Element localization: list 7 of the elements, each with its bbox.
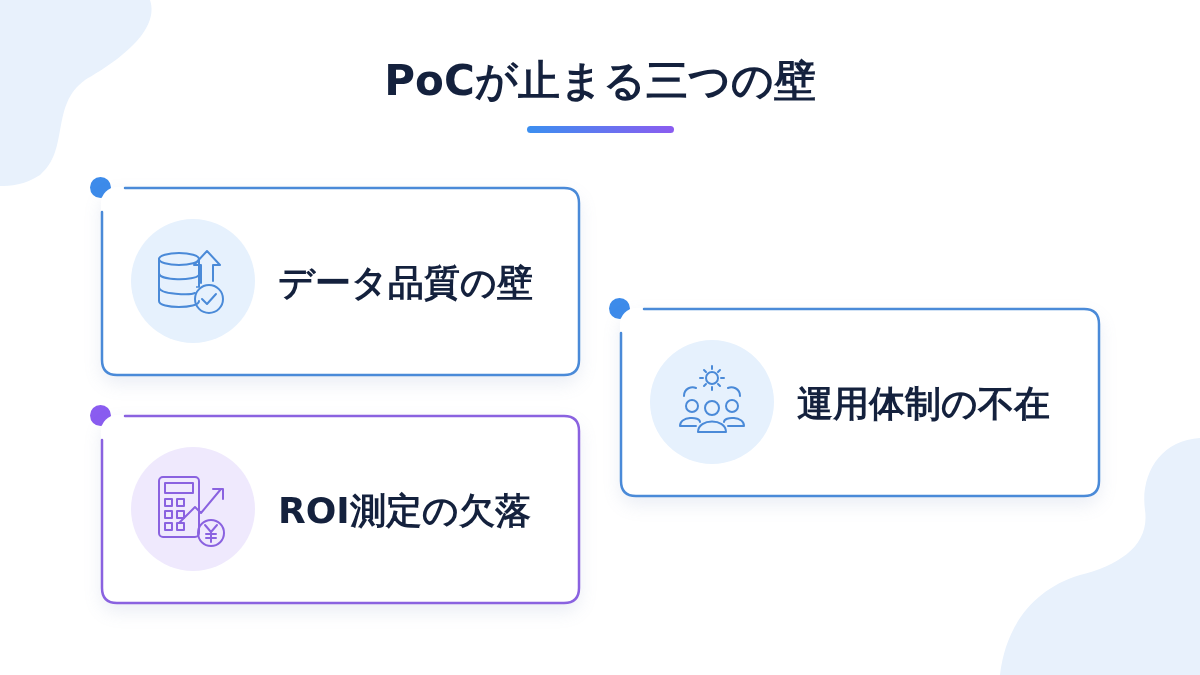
card (101, 187, 580, 376)
card-heading: データ品質の壁 (278, 265, 533, 301)
card (101, 415, 580, 604)
title: PoCが止まる三つの壁 (383, 58, 817, 105)
card-heading: 運用体制の不在 (797, 386, 1050, 422)
card-heading: ROI測定の欠落 (278, 493, 531, 529)
card (620, 308, 1100, 497)
